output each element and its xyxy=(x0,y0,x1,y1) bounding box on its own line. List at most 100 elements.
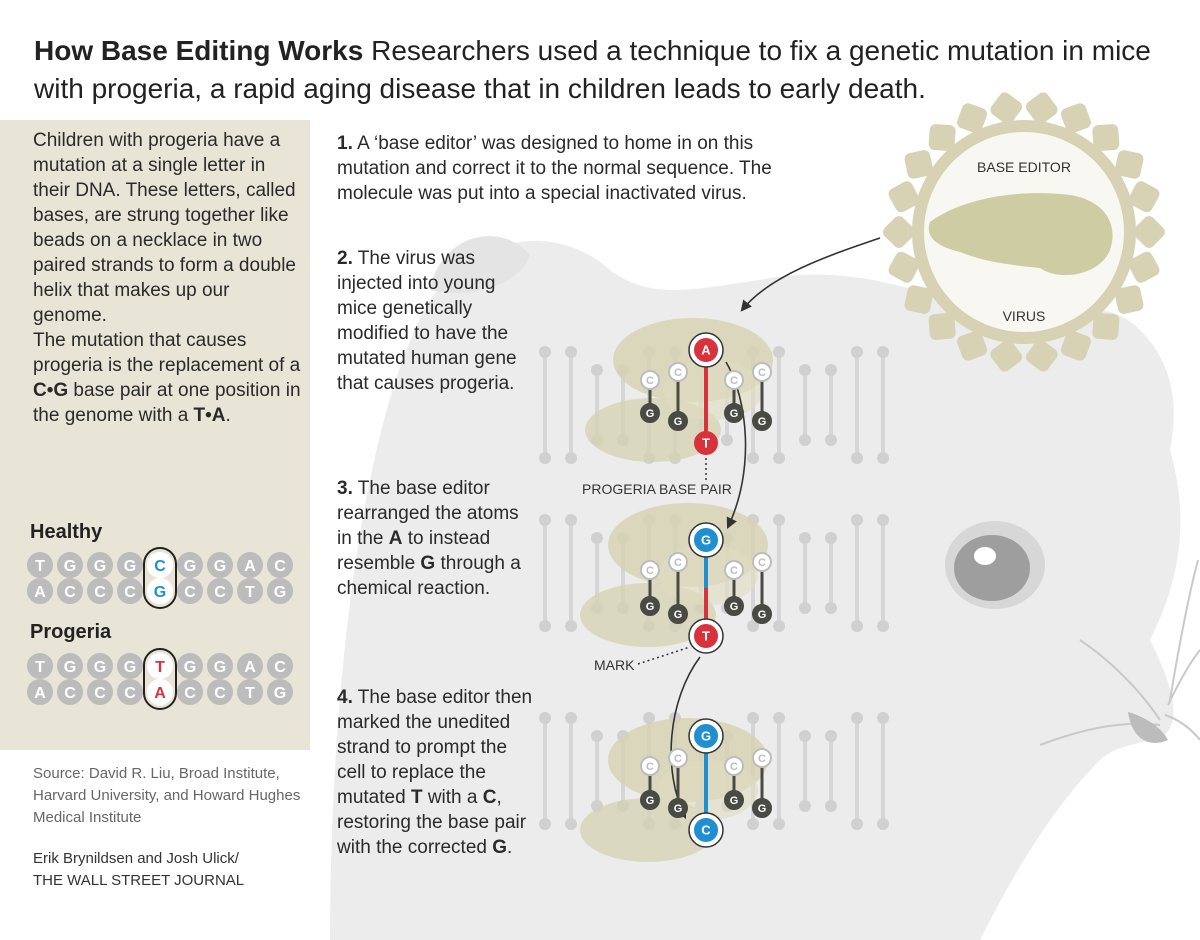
legend-base-bottom-letter: G xyxy=(274,685,286,702)
ladder-bead xyxy=(851,452,863,464)
legend-base-top-letter: G xyxy=(124,659,136,676)
legend-base-top-letter: G xyxy=(184,558,196,575)
virus-spike xyxy=(957,103,988,134)
ladder-bead xyxy=(799,364,811,376)
neighbor-bottom-letter: G xyxy=(730,601,739,613)
virus-spike xyxy=(1060,330,1091,361)
legend-base-top-circle xyxy=(117,552,143,578)
step-4-text: 4. The base editor then marked the unedi… xyxy=(337,687,533,858)
virus-spike xyxy=(883,216,915,248)
neighbor-bottom-circle xyxy=(640,790,660,810)
ladder-bead xyxy=(591,730,603,742)
neighbor-top-circle xyxy=(752,748,772,768)
legend-base-bottom-letter: A xyxy=(154,685,166,702)
legend-base-top-letter: A xyxy=(244,659,256,676)
legend-base-top-letter: T xyxy=(35,659,45,676)
legend-base-bottom-letter: T xyxy=(245,584,255,601)
legend-base-bottom-letter: C xyxy=(94,685,106,702)
neighbor-top-circle xyxy=(640,560,660,580)
ladder-bead xyxy=(747,818,759,830)
mouse-eye xyxy=(945,521,1045,609)
ladder-bead xyxy=(825,364,837,376)
neighbor-bottom-circle xyxy=(640,596,660,616)
ladder-bead xyxy=(877,712,889,724)
legend-base-top-circle xyxy=(57,552,83,578)
legend-base-top-letter: G xyxy=(124,558,136,575)
legend-base-bottom-circle xyxy=(147,679,173,705)
ladder-bead xyxy=(825,800,837,812)
neighbor-bottom-letter: G xyxy=(646,601,655,613)
focus-top-base-letter: A xyxy=(701,343,711,358)
headline-subtitle-2: with progeria, a rapid aging disease tha… xyxy=(34,73,926,104)
ladder-bead xyxy=(825,602,837,614)
ladder-bead xyxy=(851,818,863,830)
mouse-silhouette xyxy=(330,236,1181,940)
legend-base-bottom-letter: C xyxy=(64,685,76,702)
legend-base-bottom-letter: C xyxy=(214,685,226,702)
source-note: Source: David R. Liu, Broad Institute, H… xyxy=(33,765,301,826)
neighbor-top-circle xyxy=(724,560,744,580)
legend-base-bottom-letter: C xyxy=(64,584,76,601)
neighbor-top-letter: C xyxy=(758,753,766,765)
legend-base-bottom-letter: G xyxy=(154,584,166,601)
virus-to-dna-arrow xyxy=(740,237,881,312)
legend-base-bottom-circle xyxy=(237,679,263,705)
legend-base-top-circle xyxy=(27,552,53,578)
neighbor-bottom-circle xyxy=(668,798,688,818)
neighbor-bottom-letter: G xyxy=(758,609,767,621)
ladder-bead xyxy=(591,532,603,544)
ladder-bead xyxy=(539,452,551,464)
legend-base-top-letter: T xyxy=(155,659,165,676)
ladder-bead xyxy=(877,620,889,632)
neighbor-top-circle xyxy=(668,362,688,382)
ladder-bead xyxy=(877,818,889,830)
ladder-bead xyxy=(773,346,785,358)
legend-base-top-letter: A xyxy=(244,558,256,575)
legend-base-top-letter: G xyxy=(64,659,76,676)
ladder-bead xyxy=(773,818,785,830)
ladder-bead xyxy=(539,346,551,358)
legend-base-top-letter: G xyxy=(214,659,226,676)
neighbor-top-letter: C xyxy=(730,375,738,387)
legend-highlight-frame xyxy=(143,648,177,710)
legend-base-top-letter: G xyxy=(64,558,76,575)
ladder-bead xyxy=(877,346,889,358)
legend-base-bottom-circle xyxy=(147,578,173,604)
ladder-bead xyxy=(825,532,837,544)
neighbor-bottom-letter: G xyxy=(758,416,767,428)
neighbor-top-circle xyxy=(724,370,744,390)
neighbor-bottom-circle xyxy=(752,798,772,818)
neighbor-bottom-letter: G xyxy=(674,416,683,428)
intro-paragraph-2: The mutation that causes progeria is the… xyxy=(33,330,301,426)
ladder-bead xyxy=(565,346,577,358)
neighbor-bottom-circle xyxy=(668,411,688,431)
focus-bottom-base-circle xyxy=(694,624,718,648)
neighbor-top-letter: C xyxy=(730,565,738,577)
ladder-bead xyxy=(851,712,863,724)
neighbor-top-circle xyxy=(668,748,688,768)
credit-authors: Erik Brynildsen and Josh Ulick/ xyxy=(33,850,239,867)
neighbor-top-circle xyxy=(752,362,772,382)
legend-base-bottom-letter: C xyxy=(184,584,196,601)
legend-base-top-letter: C xyxy=(274,558,286,575)
virus-spike xyxy=(1128,251,1160,283)
neighbor-bottom-circle xyxy=(752,411,772,431)
progeria-label: Progeria xyxy=(30,621,112,643)
neighbor-top-letter: C xyxy=(758,557,766,569)
virus-spike xyxy=(888,181,920,213)
neighbor-bottom-circle xyxy=(724,596,744,616)
neighbor-top-circle xyxy=(640,370,660,390)
neighbor-bottom-circle xyxy=(640,403,660,423)
ladder-bead xyxy=(565,818,577,830)
ladder-bead xyxy=(565,452,577,464)
legend-base-bottom-circle xyxy=(267,679,293,705)
legend-base-top-circle xyxy=(147,653,173,679)
neighbor-top-circle xyxy=(668,552,688,572)
neighbor-bottom-letter: G xyxy=(646,795,655,807)
legend-base-top-circle xyxy=(237,552,263,578)
intro-paragraph-1: Children with progeria have a mutation a… xyxy=(33,130,296,326)
virus-label: VIRUS xyxy=(1003,308,1046,324)
ladder-bead xyxy=(851,514,863,526)
